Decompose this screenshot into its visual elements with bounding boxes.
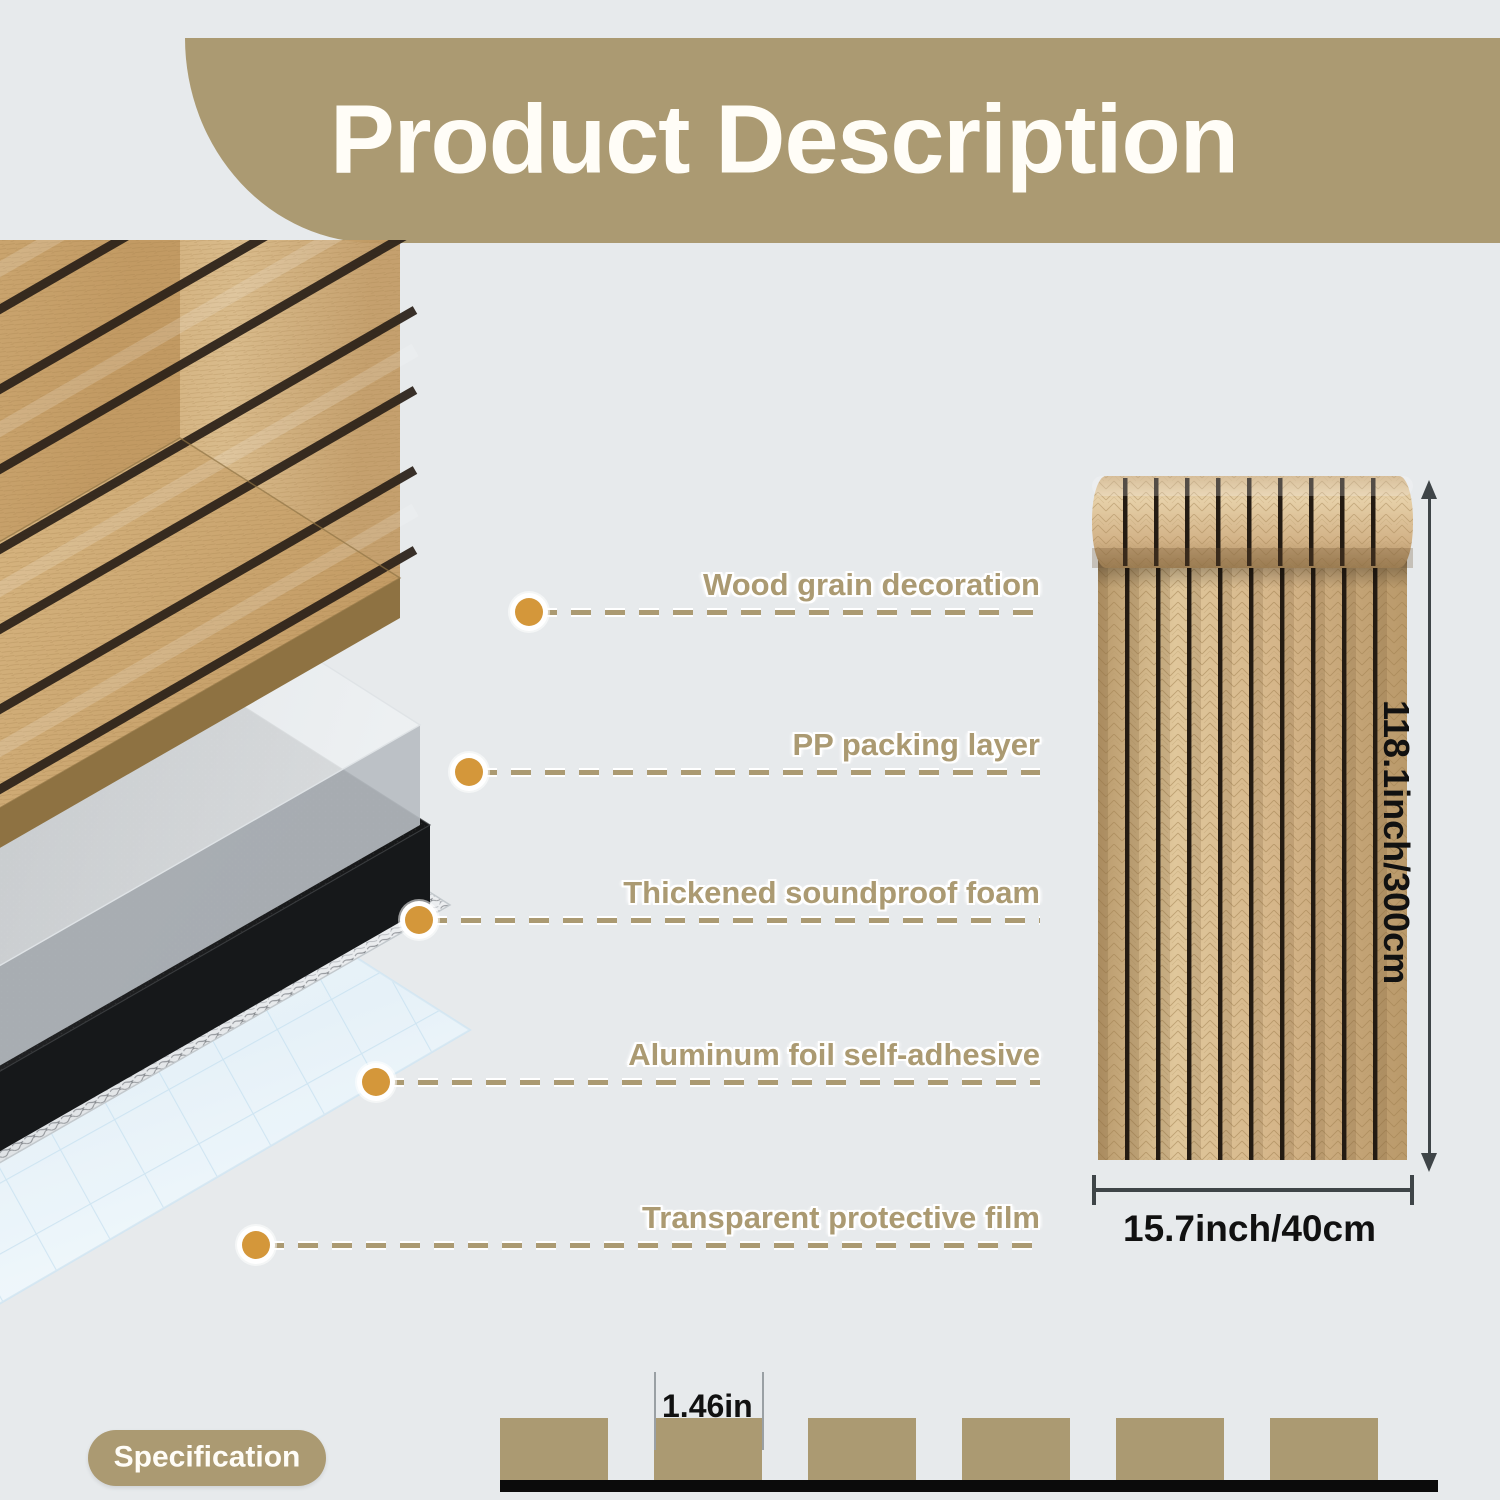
- slat-block: [1270, 1418, 1378, 1480]
- callout-label-aluminum-foil: Aluminum foil self-adhesive: [628, 1037, 1040, 1072]
- callout-leader-line: [477, 770, 1040, 775]
- callout-leader-line: [384, 1080, 1040, 1085]
- slat-profile-diagram: 1.46in: [500, 1372, 1440, 1500]
- callout-leader-line: [264, 1243, 1040, 1248]
- header-banner: Product Description: [185, 38, 1500, 243]
- roll-height-dimension-line: [1428, 492, 1431, 1160]
- callout-label-pp-packing: PP packing layer: [792, 727, 1040, 762]
- callout-label-transparent-film: Transparent protective film: [642, 1200, 1040, 1235]
- roll-width-cap-right: [1410, 1175, 1414, 1205]
- slat-profile-baseline: [500, 1480, 1438, 1492]
- callout-leader-line: [427, 918, 1040, 923]
- callout-label-soundproof-foam: Thickened soundproof foam: [623, 875, 1040, 910]
- callout-dot-pp-packing: [455, 758, 483, 786]
- product-roll-image: [1090, 470, 1415, 1160]
- specification-badge: Specification: [88, 1430, 326, 1486]
- callout-label-wood-grain: Wood grain decoration: [703, 567, 1040, 602]
- layer-stack-illustration: [0, 240, 472, 1305]
- slat-block: [500, 1418, 608, 1480]
- slat-dimension-extension-right: [762, 1372, 764, 1450]
- roll-curl: [1092, 476, 1413, 568]
- slat-width-label: 1.46in: [662, 1388, 753, 1424]
- slat-profile-blocks: [500, 1418, 1438, 1480]
- callout-dot-wood-grain: [515, 598, 543, 626]
- specification-badge-label: Specification: [113, 1440, 301, 1474]
- slat-block: [1116, 1418, 1224, 1480]
- layer-wood-grain: [0, 240, 419, 848]
- roll-illustration: [1092, 476, 1413, 1160]
- slat-block: [654, 1418, 762, 1480]
- slat-dimension-extension-left: [654, 1372, 656, 1450]
- roll-height-dimension-label: 118.1inch/300cm: [1376, 700, 1417, 985]
- callout-dot-soundproof-foam: [405, 906, 433, 934]
- slat-block: [808, 1418, 916, 1480]
- callout-dot-transparent-film: [242, 1231, 270, 1259]
- callout-leader-line: [537, 610, 1040, 615]
- callout-dot-aluminum-foil: [362, 1068, 390, 1096]
- roll-sheet: [1098, 558, 1407, 1160]
- roll-width-cap-left: [1092, 1175, 1096, 1205]
- roll-width-dimension-line: [1092, 1188, 1414, 1192]
- roll-height-arrow-down-icon: [1421, 1153, 1437, 1172]
- page-title: Product Description: [330, 84, 1239, 194]
- exploded-layer-stack: [0, 240, 810, 1360]
- slat-block: [962, 1418, 1070, 1480]
- roll-height-arrow-up-icon: [1421, 480, 1437, 499]
- roll-width-dimension-label: 15.7inch/40cm: [1123, 1208, 1376, 1249]
